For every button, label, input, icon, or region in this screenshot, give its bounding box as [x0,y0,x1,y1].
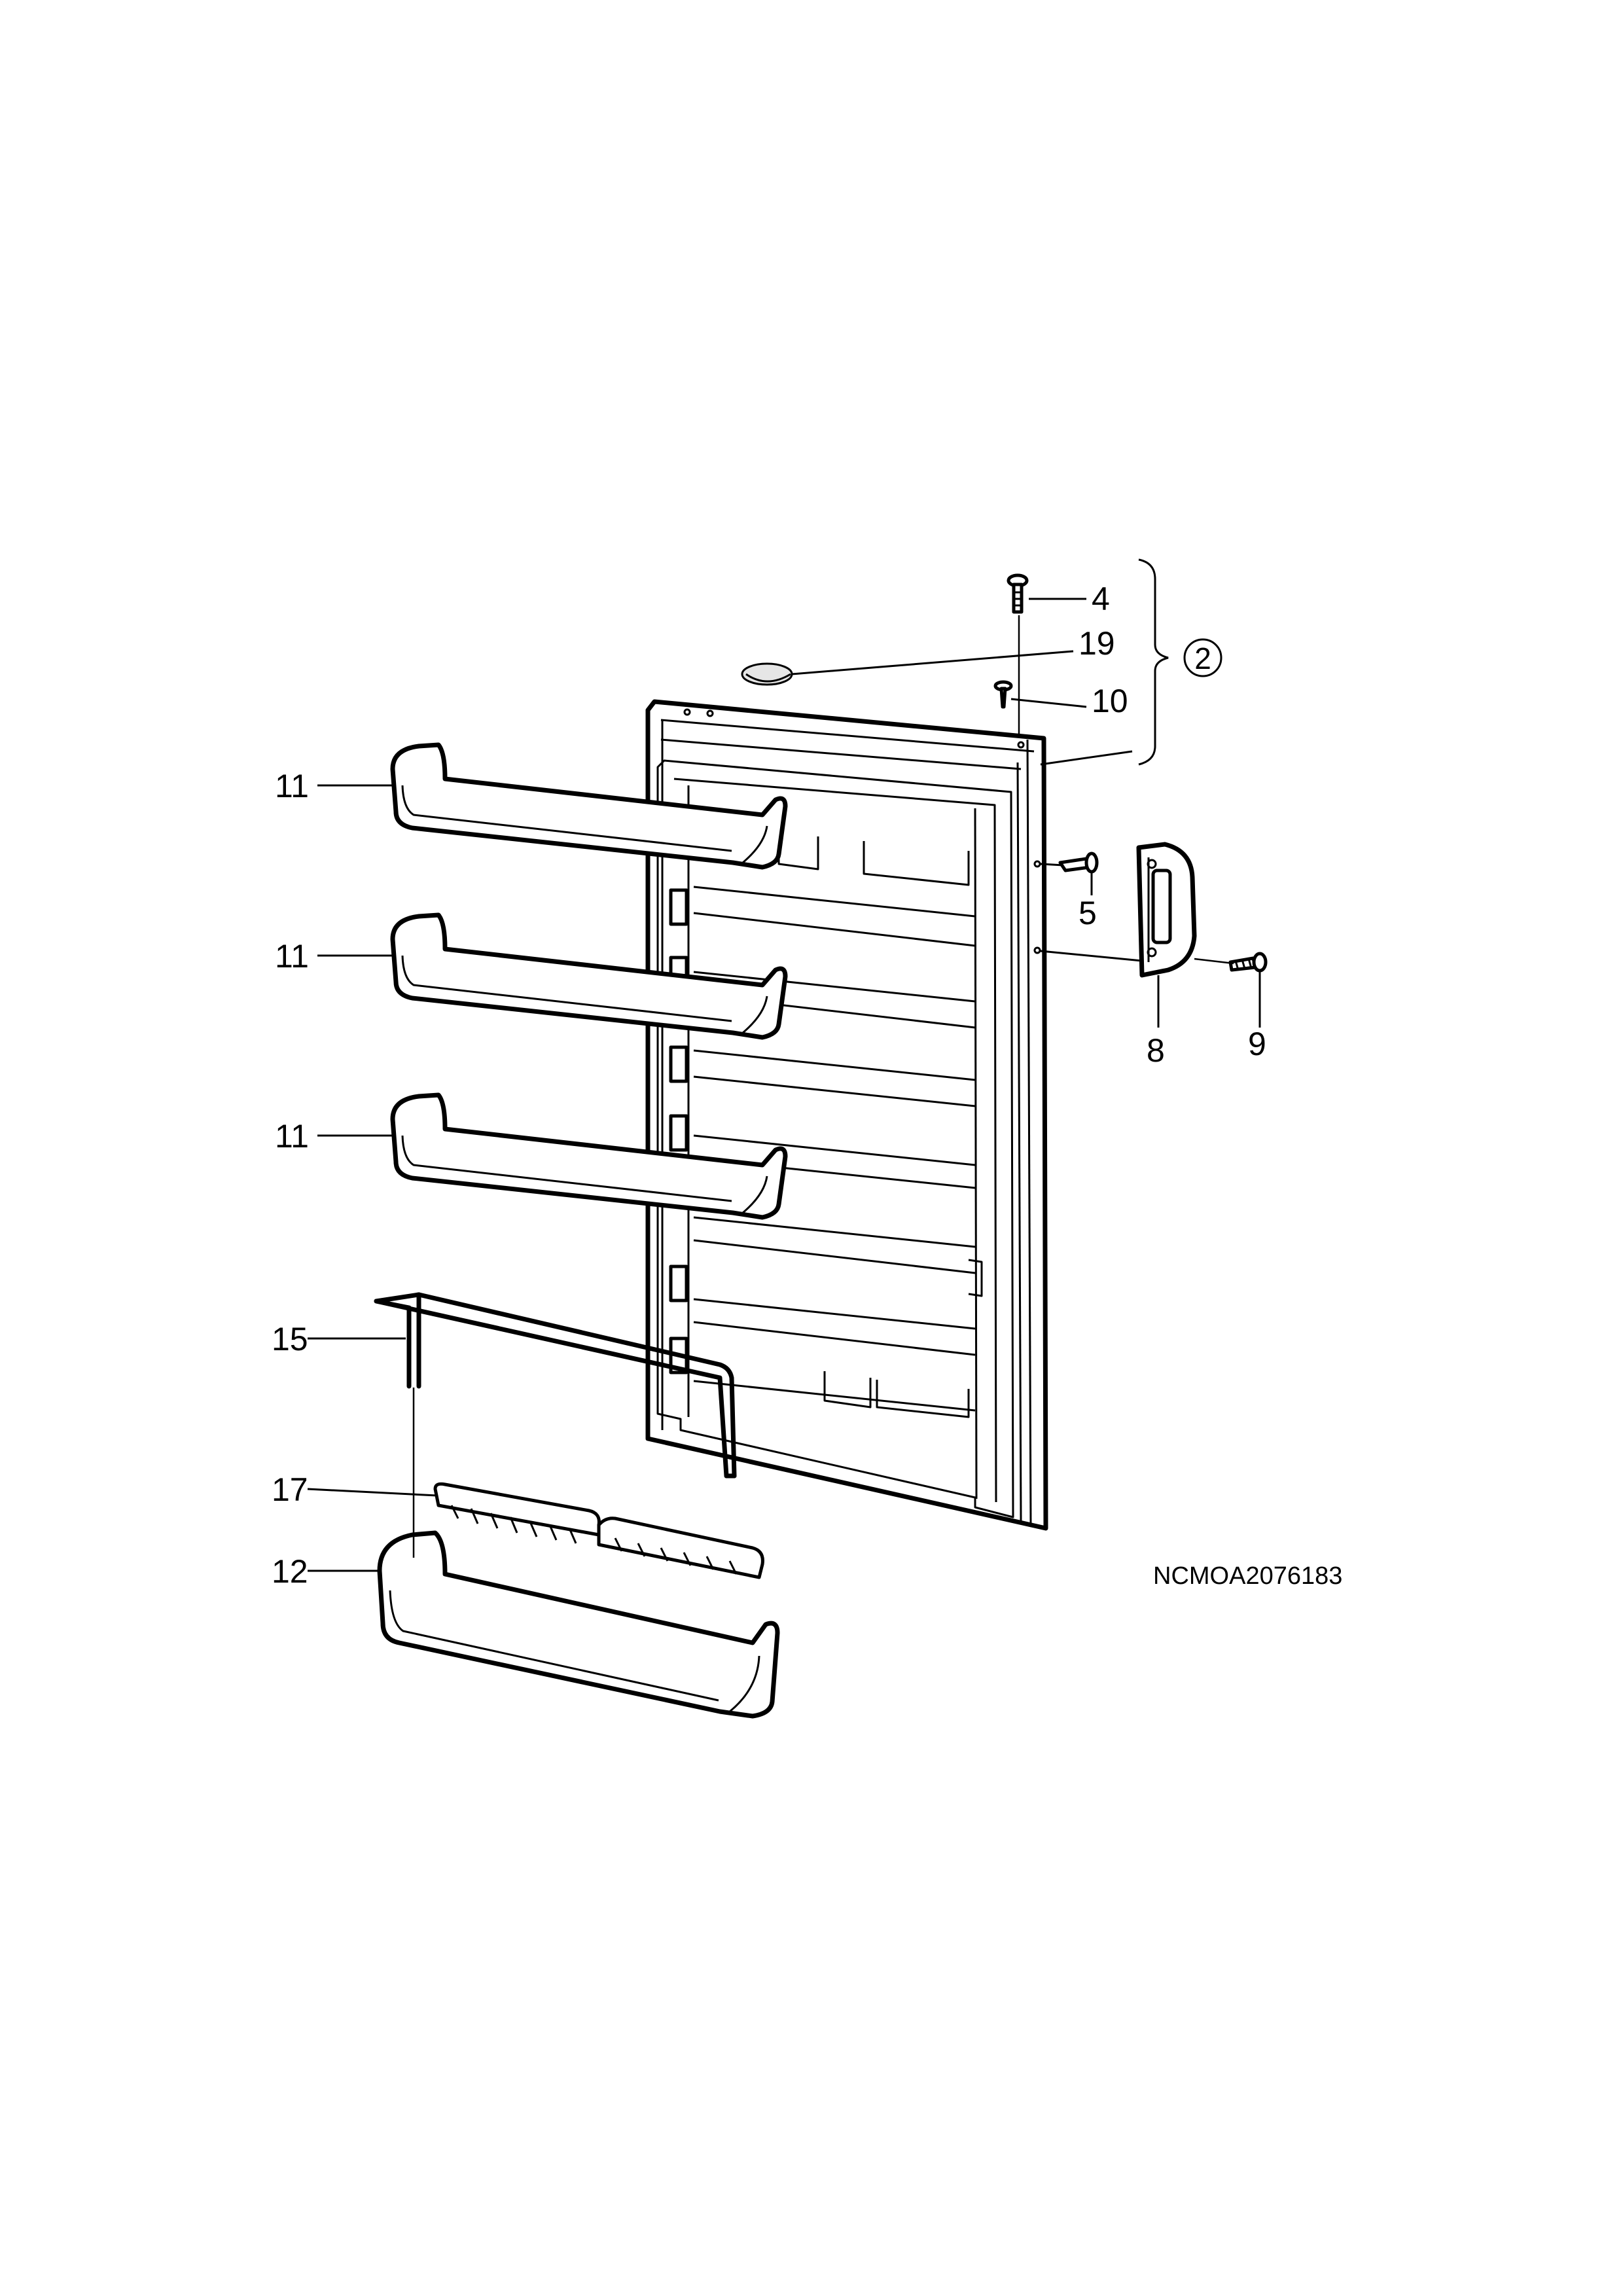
bottle-rail-15 [374,1292,737,1479]
door-shelf-11-bottom [390,1092,788,1220]
hinge-pin-10 [993,680,1013,709]
callout-11-middle: 11 [275,938,309,975]
handle-screw-9 [1228,952,1268,973]
callout-12: 12 [272,1553,308,1590]
door-shelf-11-top [390,742,788,870]
callout-8: 8 [1147,1032,1165,1069]
callout-4: 4 [1092,581,1110,617]
group-brace [1138,558,1169,766]
callout-15: 15 [272,1321,308,1357]
callout-11-bottom: 11 [275,1118,309,1155]
door-handle-8 [1136,842,1197,978]
callout-10: 10 [1092,683,1128,719]
callout-17: 17 [272,1471,308,1508]
callout-19: 19 [1079,625,1115,662]
door-liner-ridges [693,831,983,1418]
door-panel [645,699,1048,1531]
callout-5: 5 [1079,895,1097,931]
handle-pin-5 [1058,852,1099,874]
hinge-screw-4 [1007,573,1029,614]
bottle-divider-17 [433,1482,764,1579]
bottom-shelf-12 [377,1530,780,1719]
callout-9: 9 [1248,1026,1266,1062]
shelf-mount-clips [669,888,688,1374]
leader-lines [307,598,1261,1572]
group-label-2: 2 [1183,638,1222,677]
hinge-cap-19 [741,662,793,686]
drawing-code: NCMOA2076183 [1153,1562,1342,1590]
group-label-text: 2 [1194,641,1211,675]
door-shelf-11-middle [390,912,788,1040]
callout-11-top: 11 [275,768,309,804]
